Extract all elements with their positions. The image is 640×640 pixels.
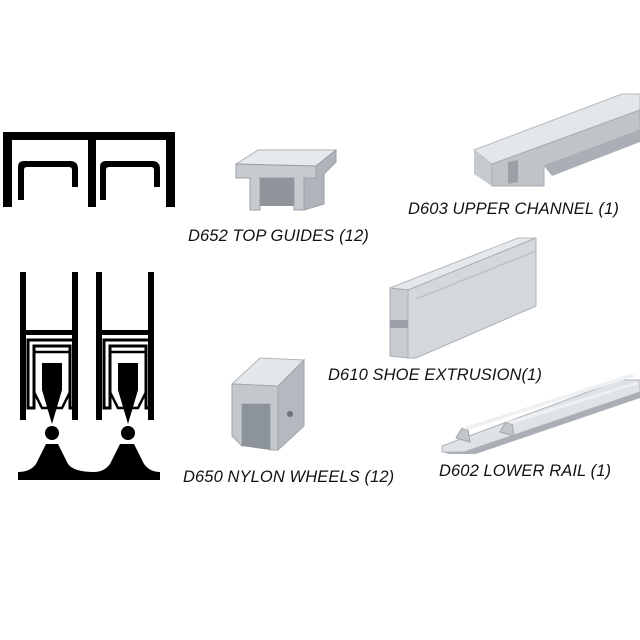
shoe-extrusion-icon bbox=[389, 237, 537, 359]
upper-channel-icon bbox=[472, 93, 640, 187]
nylon-wheel-icon bbox=[230, 357, 306, 452]
lower-assembly-profile-icon bbox=[18, 272, 160, 480]
nylon-wheels-label: D650 NYLON WHEELS (12) bbox=[183, 468, 395, 486]
lower-rail-product bbox=[440, 372, 640, 454]
lower-rail-label: D602 LOWER RAIL (1) bbox=[439, 462, 612, 480]
shoe-extrusion-label: D610 SHOE EXTRUSION(1) bbox=[328, 366, 543, 384]
upper-channel-label: D603 UPPER CHANNEL (1) bbox=[408, 200, 619, 218]
lower-section-profile-diagram bbox=[14, 268, 164, 483]
shoe-extrusion-product bbox=[388, 236, 538, 360]
top-guide-product bbox=[234, 148, 338, 214]
right-shoe-profile bbox=[96, 272, 154, 440]
left-shoe-profile bbox=[20, 272, 78, 440]
top-guide-icon bbox=[234, 148, 338, 211]
top-guides-label: D652 TOP GUIDES (12) bbox=[188, 227, 369, 245]
upper-channel-product bbox=[472, 90, 640, 190]
lower-rail-icon bbox=[441, 374, 640, 454]
upper-channel-profile-icon bbox=[3, 132, 175, 207]
nylon-wheel-product bbox=[230, 356, 308, 452]
upper-section-profile-diagram bbox=[0, 125, 180, 215]
lower-rail-profile bbox=[18, 444, 160, 480]
